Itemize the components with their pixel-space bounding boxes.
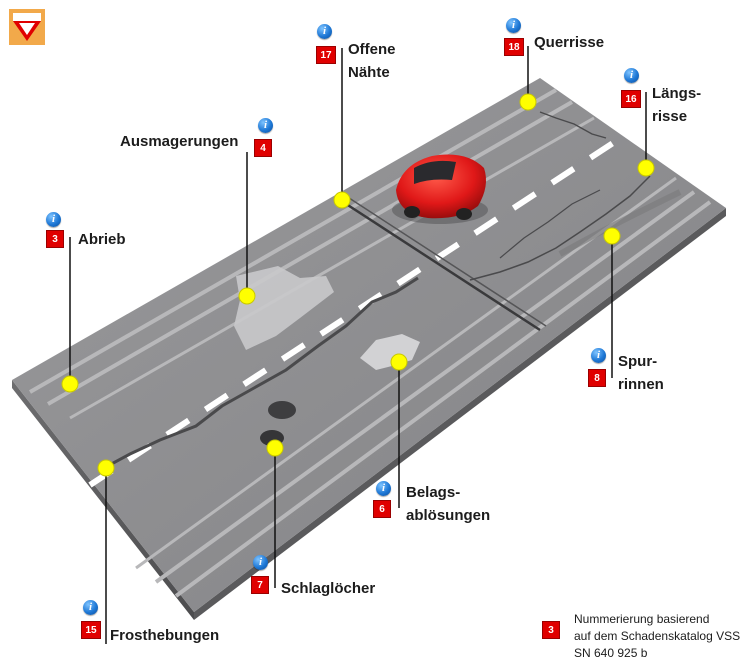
label-abrieb: Abrieb: [78, 228, 126, 251]
legend-note: Nummerierung basierend auf dem Schadensk…: [574, 611, 744, 662]
legend-line: Nummerierung basierend: [574, 611, 744, 628]
damage-number-badge: 18: [504, 38, 524, 56]
label-line: Spur-: [618, 350, 664, 373]
label-ausmagerungen: Ausmagerungen: [120, 130, 238, 153]
marker-dot[interactable]: [334, 192, 350, 208]
marker-dot[interactable]: [604, 228, 620, 244]
marker-dot[interactable]: [638, 160, 654, 176]
damage-number-badge: 16: [621, 90, 641, 108]
label-laengsrisse: Längs- risse: [652, 82, 701, 128]
label-line: Querrisse: [534, 31, 604, 54]
marker-dot[interactable]: [520, 94, 536, 110]
label-line: risse: [652, 105, 701, 128]
info-icon[interactable]: i: [83, 600, 98, 615]
marker-dot[interactable]: [98, 460, 114, 476]
info-icon[interactable]: i: [624, 68, 639, 83]
label-line: Frosthebungen: [110, 624, 219, 647]
label-querrisse: Querrisse: [534, 31, 604, 54]
legend-line: auf dem Schadenskatalog VSS: [574, 628, 744, 645]
damage-number-badge: 15: [81, 621, 101, 639]
damage-number-badge: 3: [46, 230, 64, 248]
info-icon[interactable]: i: [253, 555, 268, 570]
label-line: Nähte: [348, 61, 396, 84]
label-frosthebungen: Frosthebungen: [110, 624, 219, 647]
damage-number-badge: 8: [588, 369, 606, 387]
info-icon[interactable]: i: [258, 118, 273, 133]
info-icon[interactable]: i: [317, 24, 332, 39]
info-icon[interactable]: i: [591, 348, 606, 363]
marker-dot[interactable]: [239, 288, 255, 304]
damage-number-badge: 7: [251, 576, 269, 594]
label-line: ablösungen: [406, 504, 490, 527]
label-line: Offene: [348, 38, 396, 61]
label-line: Längs-: [652, 82, 701, 105]
austria-shield-logo: [9, 9, 45, 45]
label-line: Ausmagerungen: [120, 130, 238, 153]
marker-dot[interactable]: [267, 440, 283, 456]
label-schlagloecher: Schlaglöcher: [281, 577, 375, 600]
road-surface: [12, 78, 726, 612]
legend-line: SN 640 925 b: [574, 645, 744, 662]
damage-number-badge: 4: [254, 139, 272, 157]
label-offene-naehte: Offene Nähte: [348, 38, 396, 84]
label-line: Abrieb: [78, 228, 126, 251]
label-line: Belags-: [406, 481, 490, 504]
info-icon[interactable]: i: [376, 481, 391, 496]
marker-dot[interactable]: [391, 354, 407, 370]
info-icon[interactable]: i: [506, 18, 521, 33]
legend-badge: 3: [542, 621, 560, 639]
label-spurrinnen: Spur- rinnen: [618, 350, 664, 396]
label-belagsabloesungen: Belags- ablösungen: [406, 481, 490, 527]
pothole: [268, 401, 296, 419]
label-line: Schlaglöcher: [281, 577, 375, 600]
damage-number-badge: 6: [373, 500, 391, 518]
info-icon[interactable]: i: [46, 212, 61, 227]
damage-number-badge: 17: [316, 46, 336, 64]
label-line: rinnen: [618, 373, 664, 396]
marker-dot[interactable]: [62, 376, 78, 392]
